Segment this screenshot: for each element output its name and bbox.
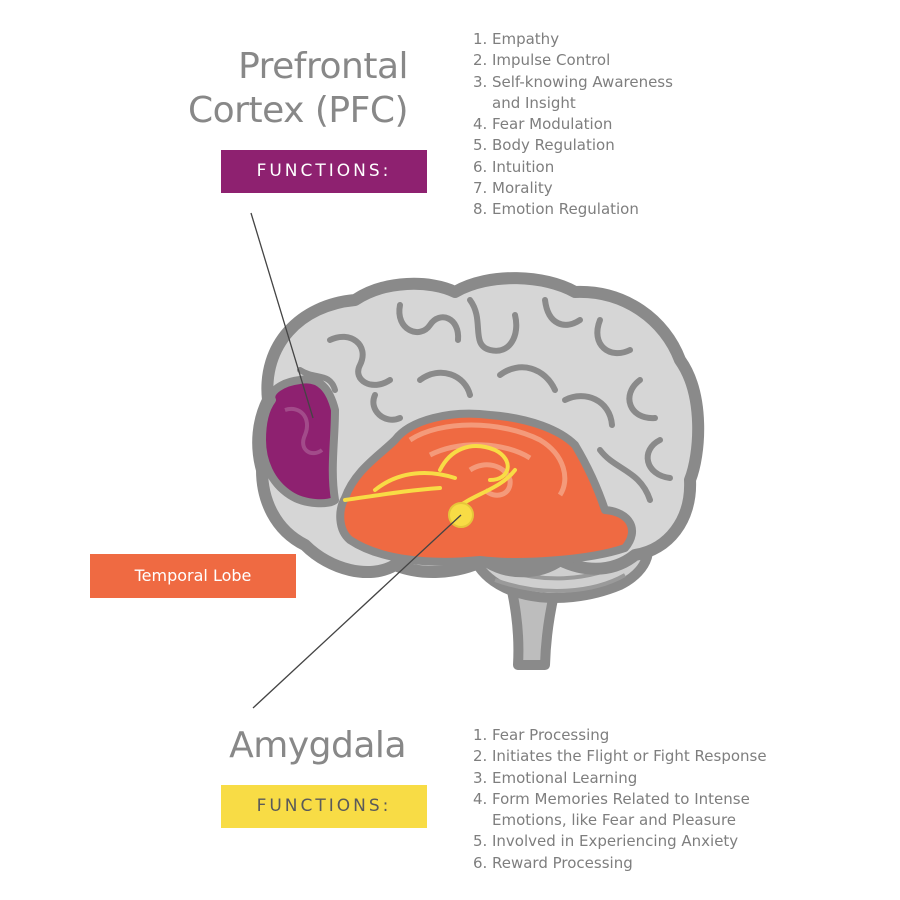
list-item-number: 1. <box>473 30 488 48</box>
list-item-number: 5. <box>473 832 488 851</box>
temporal-lobe-label: Temporal Lobe <box>90 554 296 598</box>
list-item-text: Impulse Control <box>492 51 611 70</box>
list-item-text: Morality <box>492 179 553 198</box>
list-item-text: Fear Modulation <box>492 115 613 134</box>
pfc-functions-badge: FUNCTIONS: <box>221 150 427 193</box>
list-item: 5.Body Regulation <box>473 135 733 156</box>
amygdala-title: Amygdala <box>229 725 406 766</box>
list-item-number: 1. <box>473 726 488 744</box>
pfc-title-line1: Prefrontal <box>238 46 408 87</box>
list-item-number: 4. <box>473 115 488 134</box>
pfc-region <box>258 375 339 508</box>
list-item-number: 2. <box>473 51 488 70</box>
list-item: 6.Reward Processing <box>473 853 803 874</box>
pfc-pointer-line <box>250 212 314 419</box>
list-item-number: 3. <box>473 768 488 787</box>
amygdala-functions-badge: FUNCTIONS: <box>221 785 427 828</box>
temporal-lobe-region <box>336 409 637 566</box>
list-item-text: Intuition <box>492 157 555 176</box>
list-item-number: 6. <box>473 853 488 872</box>
list-item-number: 2. <box>473 747 488 766</box>
list-item-text: Form Memories Related to Intense Emotion… <box>492 789 750 830</box>
list-item-number: 6. <box>473 157 488 176</box>
list-item-number: 5. <box>473 136 488 155</box>
list-item: 5.Involved in Experiencing Anxiety <box>473 831 803 852</box>
list-item-number: 3. <box>473 72 488 91</box>
amygdala-pointer-line <box>252 514 462 709</box>
list-item-text: Emotional Learning <box>492 768 638 787</box>
list-item: 8.Emotion Regulation <box>473 199 733 220</box>
list-item-number: 4. <box>473 789 488 808</box>
list-item: 4.Fear Modulation <box>473 114 733 135</box>
list-item: 7.Morality <box>473 178 733 199</box>
list-item-text: Empathy <box>492 30 560 48</box>
list-item: 1.Fear Processing <box>473 725 803 746</box>
list-item-text: Body Regulation <box>492 136 615 155</box>
list-item: 4.Form Memories Related to Intense Emoti… <box>473 789 803 832</box>
list-item-text: Reward Processing <box>492 853 633 872</box>
pfc-title-line2: Cortex (PFC) <box>188 90 408 131</box>
list-item-text: Fear Processing <box>492 726 610 744</box>
list-item: 3.Self-knowing Awareness and Insight <box>473 72 733 115</box>
list-item: 6.Intuition <box>473 157 733 178</box>
amygdala-functions-list: 1.Fear Processing 2.Initiates the Flight… <box>473 725 803 874</box>
pfc-title: Prefrontal Cortex (PFC) <box>148 45 408 133</box>
list-item-text: Involved in Experiencing Anxiety <box>492 832 739 851</box>
list-item-number: 7. <box>473 179 488 198</box>
list-item: 2.Initiates the Flight or Fight Response <box>473 746 803 767</box>
list-item-text: Initiates the Flight or Fight Response <box>492 747 767 766</box>
list-item: 1.Empathy <box>473 29 733 50</box>
list-item-text: Self-knowing Awareness and Insight <box>492 72 673 112</box>
list-item: 3.Emotional Learning <box>473 768 803 789</box>
list-item: 2.Impulse Control <box>473 50 733 71</box>
list-item-text: Emotion Regulation <box>492 200 639 219</box>
pfc-functions-list: 1.Empathy 2.Impulse Control 3.Self-knowi… <box>473 29 733 221</box>
gyri-lines <box>297 297 673 503</box>
list-item-number: 8. <box>473 200 488 219</box>
